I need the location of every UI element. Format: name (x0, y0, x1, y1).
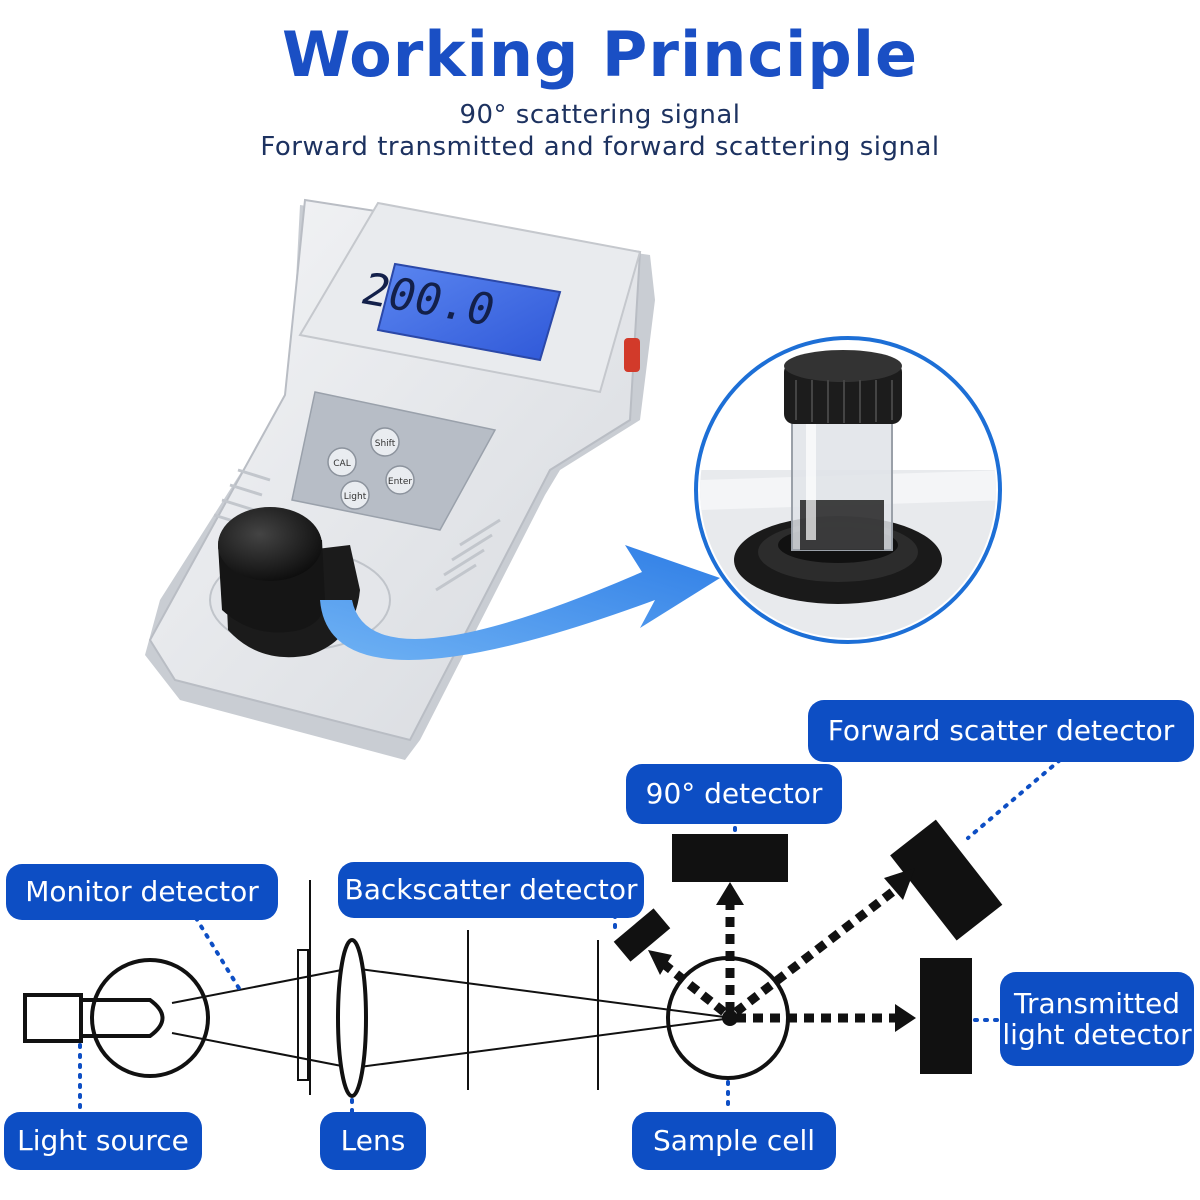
power-switch[interactable] (624, 338, 640, 372)
cal-button[interactable]: CAL (327, 447, 357, 477)
backscatter-detector-block (613, 908, 671, 962)
leader-forward (966, 758, 1062, 840)
transmitted-detector-block (920, 958, 972, 1074)
label-backscatter-detector: Backscatter detector (338, 862, 644, 918)
forward-scatter-detector-block (890, 819, 1003, 941)
shift-button-label: Shift (375, 439, 396, 449)
enter-button-label: Enter (388, 477, 412, 487)
leader-monitor (194, 916, 242, 992)
grip-ridges (213, 468, 501, 592)
shift-button[interactable]: Shift (370, 427, 400, 457)
label-transmitted-line2: light detector (1002, 1018, 1192, 1051)
detector-90-block (672, 834, 788, 882)
enter-button[interactable]: Enter (385, 465, 415, 495)
lcd-display: 200.0 (355, 262, 562, 362)
arrow-to-backscatter (662, 961, 727, 1016)
subtitle-line-1: 90° scattering signal (459, 100, 741, 130)
zoom-detail (694, 336, 1002, 644)
cal-button-label: CAL (333, 459, 350, 469)
page-title: Working Principle (281, 18, 919, 91)
light-source-icon (23, 958, 210, 1078)
label-forward-scatter-detector: Forward scatter detector (808, 700, 1194, 762)
light-button-label: Light (344, 492, 367, 502)
label-light-source: Light source (4, 1112, 202, 1170)
label-transmitted-line1: Transmitted (1013, 986, 1180, 1020)
lens-icon (336, 938, 368, 1098)
label-sample-cell: Sample cell (632, 1112, 836, 1170)
arrow-to-forward (733, 886, 898, 1016)
subtitle-line-2: Forward transmitted and forward scatteri… (260, 132, 940, 162)
label-lens: Lens (320, 1112, 426, 1170)
optical-diagram (23, 880, 790, 1098)
turbidimeter-device: 200.0 Shift CAL Enter Light (145, 198, 655, 760)
keypad: Shift CAL Enter Light (327, 427, 415, 510)
light-button[interactable]: Light (340, 480, 370, 510)
label-transmitted-light-detector: Transmitted light detector (1000, 972, 1194, 1066)
zoom-arrow (320, 545, 720, 660)
label-90-detector: 90° detector (626, 764, 842, 824)
label-monitor-detector: Monitor detector (6, 864, 278, 920)
